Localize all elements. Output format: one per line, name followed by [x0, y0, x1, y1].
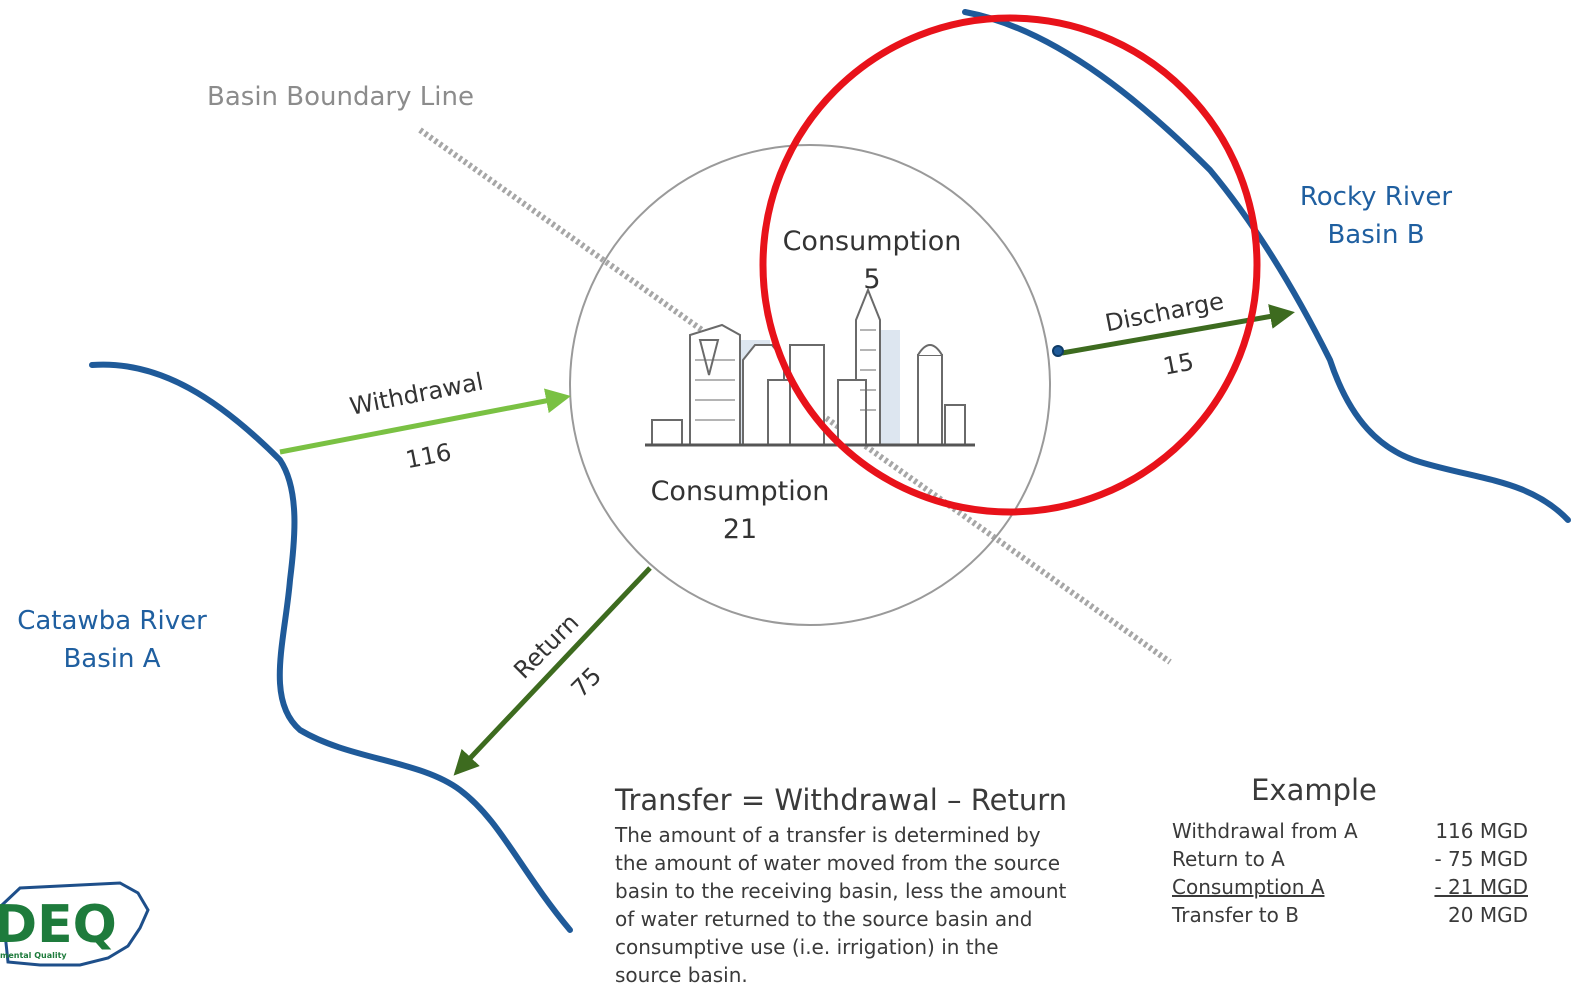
example-row-label: Withdrawal from A	[1172, 819, 1358, 843]
nc-state-icon	[0, 881, 150, 967]
table-row: Transfer to B 20 MGD	[1172, 901, 1528, 929]
logo-text: DEQ	[0, 895, 117, 955]
example-title: Example	[1251, 773, 1377, 807]
withdrawal-label: Withdrawal	[347, 367, 485, 420]
catawba-river	[89, 361, 573, 933]
highlight-circle	[759, 14, 1261, 516]
catawba-river-basin: Basin A	[63, 644, 161, 674]
consumption-b-value: 5	[863, 264, 880, 295]
deq-logo: DEQ mental Quality	[0, 881, 150, 967]
example-row-value: - 21 MGD	[1434, 875, 1528, 899]
consumption-a-value: 21	[723, 514, 757, 545]
withdrawal-value: 116	[403, 438, 453, 474]
explanation-line: The amount of a transfer is determined b…	[615, 823, 1041, 847]
consumption-b-label: Consumption	[783, 226, 962, 257]
transfer-formula: Transfer = Withdrawal – Return	[615, 783, 1068, 817]
transfer-explanation: The amount of a transfer is determined b…	[615, 821, 1095, 989]
catawba-river-label: Catawba River Basin A	[6, 602, 218, 678]
catawba-river-name: Catawba River	[17, 606, 207, 636]
explanation-line: consumptive use (i.e. irrigation) in the	[615, 935, 999, 959]
explanation-line: source basin.	[615, 963, 748, 987]
example-row-value: - 75 MGD	[1434, 847, 1528, 871]
table-row: Withdrawal from A 116 MGD	[1172, 817, 1528, 845]
consumption-a-label: Consumption	[651, 476, 830, 507]
table-row: Consumption A - 21 MGD	[1172, 873, 1528, 901]
rocky-river-basin: Basin B	[1327, 220, 1425, 250]
return-arrow	[453, 566, 652, 776]
discharge-value: 15	[1161, 347, 1196, 380]
withdrawal-arrow	[279, 388, 571, 455]
explanation-line: the amount of water moved from the sourc…	[615, 851, 1061, 875]
logo-subtext: mental Quality	[0, 951, 67, 960]
rocky-river	[962, 9, 1571, 523]
explanation-line: basin to the receiving basin, less the a…	[615, 879, 1067, 903]
example-table: Withdrawal from A 116 MGD Return to A - …	[1172, 817, 1528, 929]
table-row: Return to A - 75 MGD	[1172, 845, 1528, 873]
rocky-river-name: Rocky River	[1299, 182, 1453, 212]
example-row-label: Consumption A	[1172, 875, 1325, 899]
city-circle	[569, 144, 1051, 626]
city-skyline-icon	[645, 287, 975, 447]
basin-boundary-label: Basin Boundary Line	[207, 82, 474, 112]
rocky-river-label: Rocky River Basin B	[1276, 178, 1476, 254]
example-row-label: Transfer to B	[1172, 903, 1299, 927]
explanation-line: of water returned to the source basin an…	[615, 907, 1033, 931]
return-value: 75	[566, 662, 607, 703]
example-row-label: Return to A	[1172, 847, 1285, 871]
discharge-point	[1052, 345, 1064, 357]
example-row-value: 20 MGD	[1448, 903, 1528, 927]
example-row-value: 116 MGD	[1435, 819, 1528, 843]
